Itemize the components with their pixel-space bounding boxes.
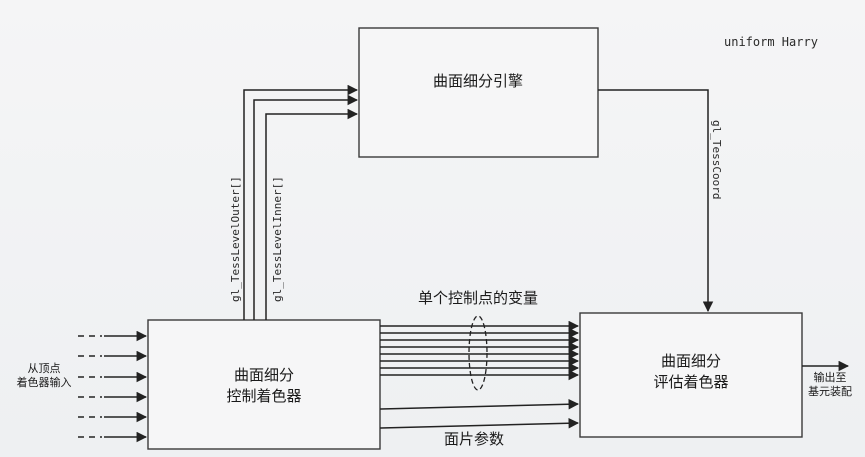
outer-level-arrow-2 — [253, 94, 359, 320]
patch-param-label: 面片参数 — [444, 430, 504, 448]
outer-level-label: gl_TessLevelOuter[] — [229, 176, 242, 302]
tes-label-line1: 曲面细分 — [661, 352, 721, 370]
tes-box — [579, 312, 803, 438]
per-vertex-arrows — [380, 320, 580, 381]
inner-level-arrow — [265, 108, 359, 320]
output-label-line2: 基元装配 — [808, 385, 852, 398]
patch-param-arrow-1 — [379, 398, 580, 410]
tess-coord-label: gl_TessCoord — [710, 120, 723, 199]
tess-coord-arrow — [598, 89, 714, 313]
input-arrows — [78, 330, 148, 443]
input-label-line2: 着色器输入 — [17, 375, 72, 389]
outer-level-arrow — [243, 84, 359, 320]
tes-label-line2: 评估着色器 — [653, 373, 728, 391]
tess-engine-box — [358, 27, 599, 158]
inner-level-label: gl_TessLevelInner[] — [271, 176, 284, 302]
tcs-box — [147, 319, 381, 450]
bundle-ellipse — [468, 315, 488, 391]
input-label-line1: 从顶点 — [28, 362, 61, 375]
output-label-line1: 输出至 — [814, 370, 847, 384]
per-vertex-label: 单个控制点的变量 — [418, 289, 538, 307]
tcs-label-line2: 控制着色器 — [226, 387, 301, 405]
tcs-label-line1: 曲面细分 — [234, 366, 294, 384]
corner-note: uniform Harry — [724, 35, 818, 49]
patch-param-arrow-2 — [379, 417, 580, 429]
tess-engine-label: 曲面细分引擎 — [433, 72, 523, 90]
